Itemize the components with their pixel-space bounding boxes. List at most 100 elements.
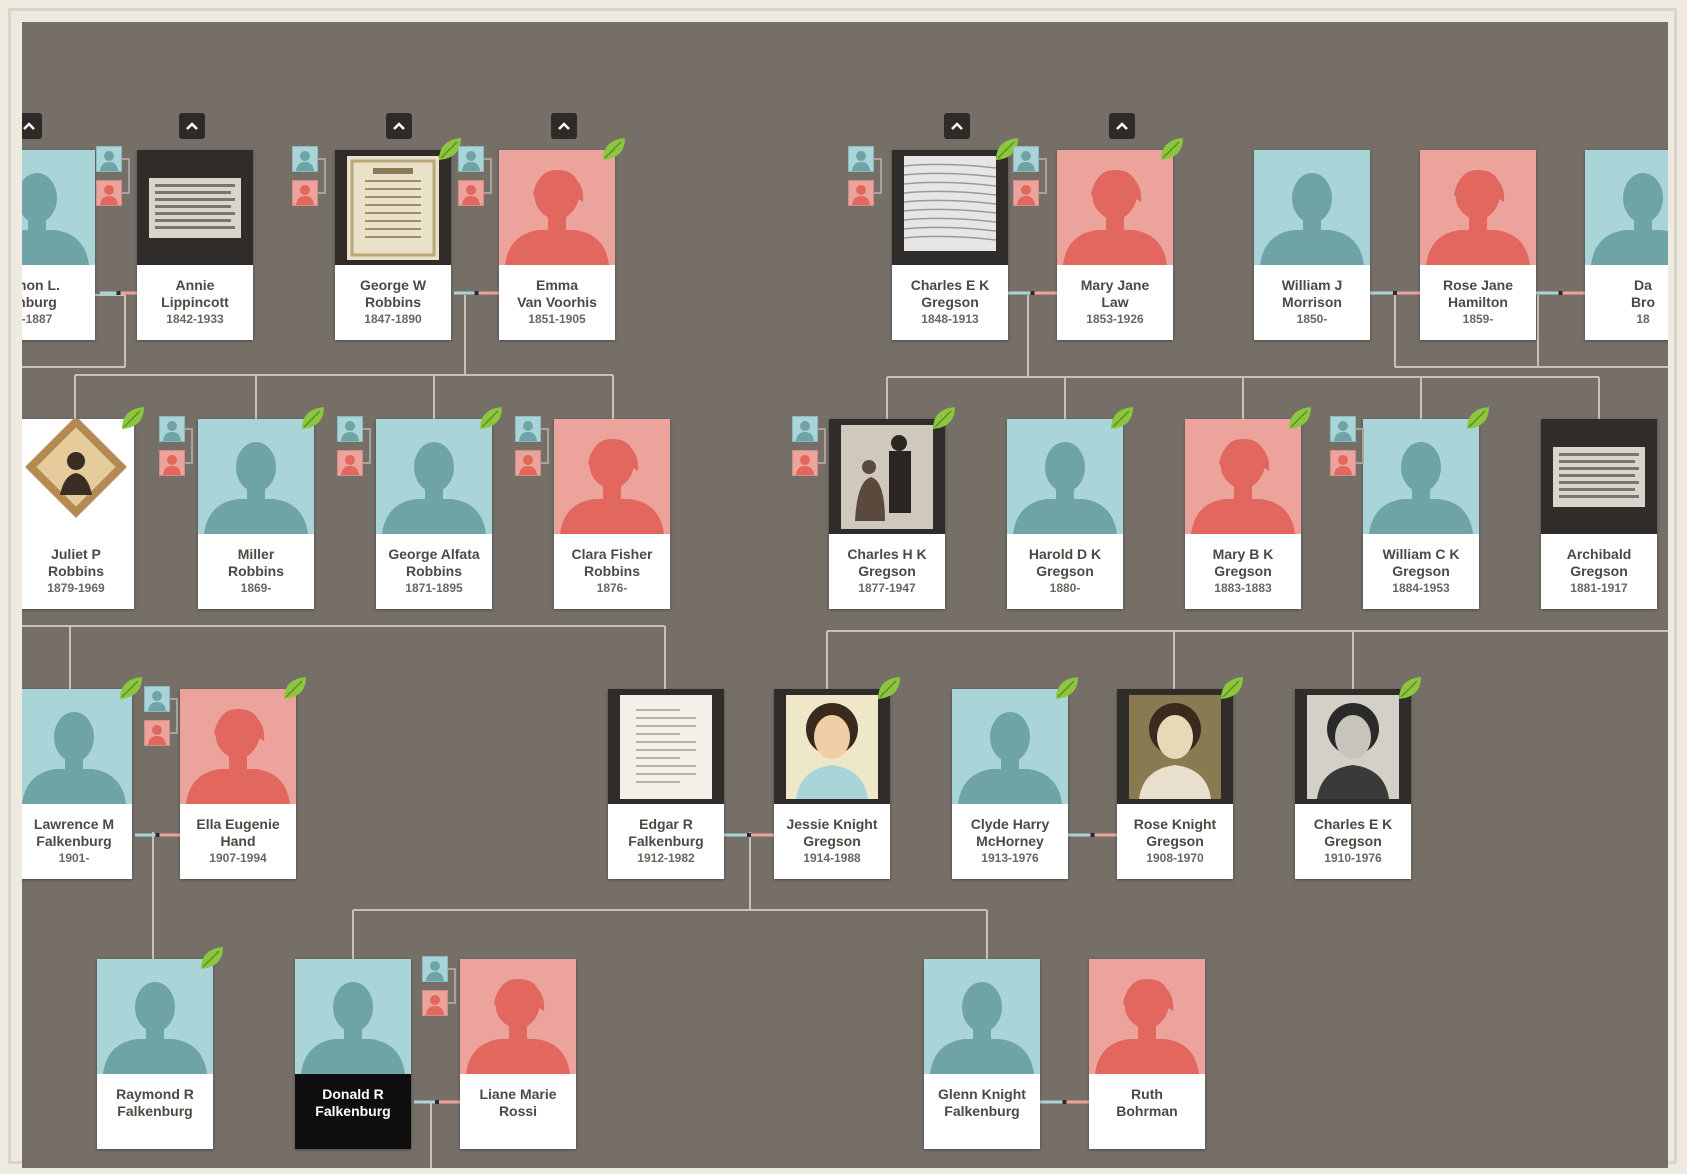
- add-parents-picker[interactable]: [159, 416, 195, 484]
- person-photo[interactable]: [924, 959, 1040, 1074]
- add-mother-button[interactable]: [458, 180, 484, 206]
- leaf-icon[interactable]: [1157, 134, 1187, 164]
- person-photo[interactable]: [1089, 959, 1205, 1074]
- expand-parents-button[interactable]: [551, 113, 577, 139]
- person-photo[interactable]: [499, 150, 615, 265]
- leaf-icon[interactable]: [1107, 403, 1137, 433]
- leaf-icon[interactable]: [1052, 673, 1082, 703]
- add-father-button[interactable]: [848, 146, 874, 172]
- add-parents-picker[interactable]: [1330, 416, 1366, 484]
- add-father-button[interactable]: [337, 416, 363, 442]
- person-photo[interactable]: [22, 150, 95, 265]
- person-photo[interactable]: [1057, 150, 1173, 265]
- leaf-icon[interactable]: [929, 403, 959, 433]
- add-mother-button[interactable]: [1330, 450, 1356, 476]
- add-father-button[interactable]: [422, 956, 448, 982]
- add-father-button[interactable]: [96, 146, 122, 172]
- add-mother-button[interactable]: [292, 180, 318, 206]
- person-photo[interactable]: [1007, 419, 1123, 534]
- add-mother-button[interactable]: [848, 180, 874, 206]
- add-parents-picker[interactable]: [144, 686, 180, 754]
- person-photo[interactable]: [774, 689, 890, 804]
- add-mother-button[interactable]: [159, 450, 185, 476]
- person-photo[interactable]: [137, 150, 253, 265]
- expand-parents-button[interactable]: [944, 113, 970, 139]
- person-photo[interactable]: [180, 689, 296, 804]
- leaf-icon[interactable]: [116, 673, 146, 703]
- leaf-icon[interactable]: [118, 403, 148, 433]
- person-photo[interactable]: [1254, 150, 1370, 265]
- person-photo[interactable]: [460, 959, 576, 1074]
- person-card[interactable]: mon L.nburg-1887: [22, 150, 95, 340]
- leaf-icon[interactable]: [298, 403, 328, 433]
- person-photo[interactable]: [892, 150, 1008, 265]
- leaf-icon[interactable]: [1285, 403, 1315, 433]
- add-parents-picker[interactable]: [96, 146, 132, 214]
- person-photo[interactable]: [376, 419, 492, 534]
- add-father-button[interactable]: [458, 146, 484, 172]
- expand-parents-button[interactable]: [22, 113, 42, 139]
- person-photo[interactable]: [1117, 689, 1233, 804]
- add-father-button[interactable]: [292, 146, 318, 172]
- person-photo[interactable]: [97, 959, 213, 1074]
- person-photo[interactable]: [1185, 419, 1301, 534]
- add-father-button[interactable]: [792, 416, 818, 442]
- add-parents-picker[interactable]: [1013, 146, 1049, 214]
- add-father-button[interactable]: [144, 686, 170, 712]
- leaf-icon[interactable]: [992, 134, 1022, 164]
- add-father-button[interactable]: [515, 416, 541, 442]
- person-photo[interactable]: [295, 959, 411, 1074]
- add-father-button[interactable]: [1013, 146, 1039, 172]
- add-parents-picker[interactable]: [422, 956, 458, 1024]
- add-parents-picker[interactable]: [292, 146, 328, 214]
- expand-parents-button[interactable]: [179, 113, 205, 139]
- person-photo[interactable]: [22, 689, 132, 804]
- add-parents-picker[interactable]: [458, 146, 494, 214]
- add-parents-picker[interactable]: [792, 416, 828, 484]
- leaf-icon[interactable]: [1395, 673, 1425, 703]
- add-parents-picker[interactable]: [848, 146, 884, 214]
- add-mother-button[interactable]: [422, 990, 448, 1016]
- person-photo[interactable]: [22, 419, 134, 534]
- expand-parents-button[interactable]: [1109, 113, 1135, 139]
- person-photo[interactable]: [198, 419, 314, 534]
- leaf-icon[interactable]: [599, 134, 629, 164]
- person-photo[interactable]: [1295, 689, 1411, 804]
- person-photo[interactable]: [1585, 150, 1668, 265]
- add-mother-button[interactable]: [515, 450, 541, 476]
- person-photo[interactable]: [829, 419, 945, 534]
- add-parents-picker[interactable]: [337, 416, 373, 484]
- person-photo[interactable]: [1541, 419, 1657, 534]
- person-photo[interactable]: [1420, 150, 1536, 265]
- add-mother-button[interactable]: [1013, 180, 1039, 206]
- person-photo[interactable]: [952, 689, 1068, 804]
- person-photo[interactable]: [1363, 419, 1479, 534]
- add-father-button[interactable]: [159, 416, 185, 442]
- add-father-button[interactable]: [1330, 416, 1356, 442]
- person-photo[interactable]: [335, 150, 451, 265]
